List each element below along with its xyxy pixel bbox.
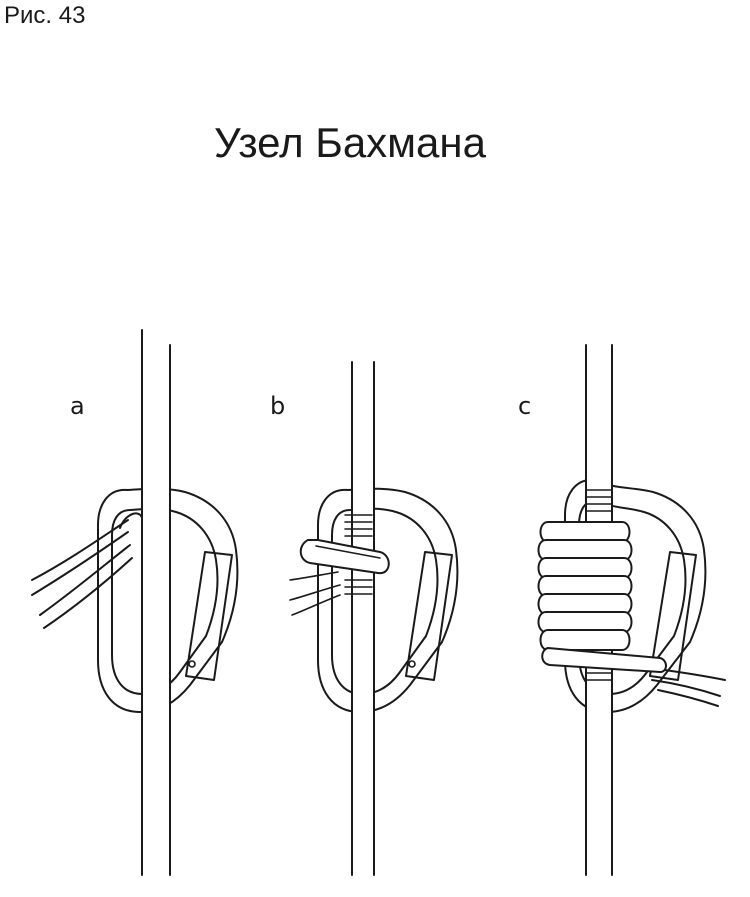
page-title: Узел Бахмана: [214, 119, 486, 166]
carabiner-rope-step-c-icon: [537, 344, 726, 876]
panel-a: a: [31, 329, 239, 876]
carabiner-rope-step-b-icon: [289, 361, 459, 876]
carabiner-rope-step-a-icon: [31, 329, 239, 876]
panel-letter-a: a: [70, 392, 85, 420]
bachmann-knot-diagram: a b: [31, 329, 726, 876]
figure-label: Рис. 43: [4, 2, 86, 29]
panel-c: c: [518, 344, 726, 876]
panel-letter-c: c: [518, 392, 531, 420]
panel-letter-b: b: [270, 392, 285, 420]
panel-b: b: [270, 361, 459, 876]
